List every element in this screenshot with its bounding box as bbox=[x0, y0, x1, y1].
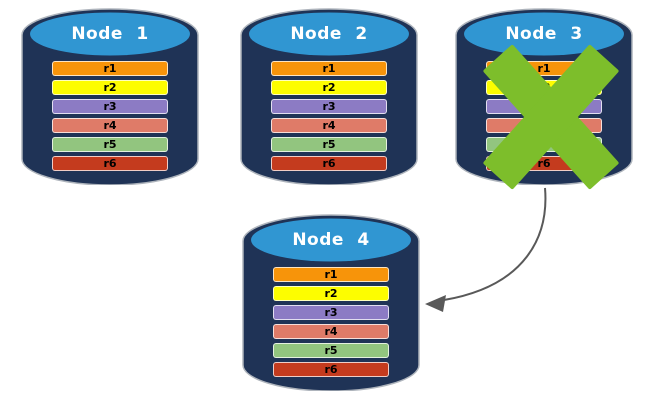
replica-r1: r1 bbox=[273, 267, 389, 282]
node-title: Node 1 bbox=[71, 24, 149, 44]
node-1: Node 1 r1 r2 r3 r4 r5 r6 bbox=[21, 5, 199, 185]
node-3: Node 3 r1 r2 r3 r4 r5 r6 bbox=[455, 5, 633, 190]
replica-list: r1 r2 r3 r4 r5 r6 bbox=[52, 61, 168, 175]
node-2: Node 2 r1 r2 r3 r4 r5 r6 bbox=[240, 5, 418, 185]
replica-r6: r6 bbox=[52, 156, 168, 171]
replica-r4: r4 bbox=[52, 118, 168, 133]
replica-r2: r2 bbox=[273, 286, 389, 301]
replica-list: r1 r2 r3 r4 r5 r6 bbox=[273, 267, 389, 381]
replica-r6: r6 bbox=[273, 362, 389, 377]
node-title: Node 3 bbox=[505, 24, 583, 44]
replica-r4: r4 bbox=[271, 118, 387, 133]
node-4: Node 4 r1 r2 r3 r4 r5 r6 bbox=[242, 211, 420, 391]
replica-r5: r5 bbox=[52, 137, 168, 152]
replica-r2: r2 bbox=[52, 80, 168, 95]
failure-x-icon bbox=[483, 44, 619, 190]
replica-r3: r3 bbox=[271, 99, 387, 114]
replica-r3: r3 bbox=[52, 99, 168, 114]
failover-arrow-icon bbox=[425, 187, 547, 312]
replica-r6: r6 bbox=[271, 156, 387, 171]
node-title: Node 4 bbox=[292, 230, 370, 250]
replica-r2: r2 bbox=[271, 80, 387, 95]
replica-r4: r4 bbox=[273, 324, 389, 339]
replica-r5: r5 bbox=[273, 343, 389, 358]
node-title: Node 2 bbox=[290, 24, 368, 44]
replica-r1: r1 bbox=[52, 61, 168, 76]
replica-r3: r3 bbox=[273, 305, 389, 320]
replica-list: r1 r2 r3 r4 r5 r6 bbox=[271, 61, 387, 175]
replica-r5: r5 bbox=[271, 137, 387, 152]
replica-r1: r1 bbox=[271, 61, 387, 76]
